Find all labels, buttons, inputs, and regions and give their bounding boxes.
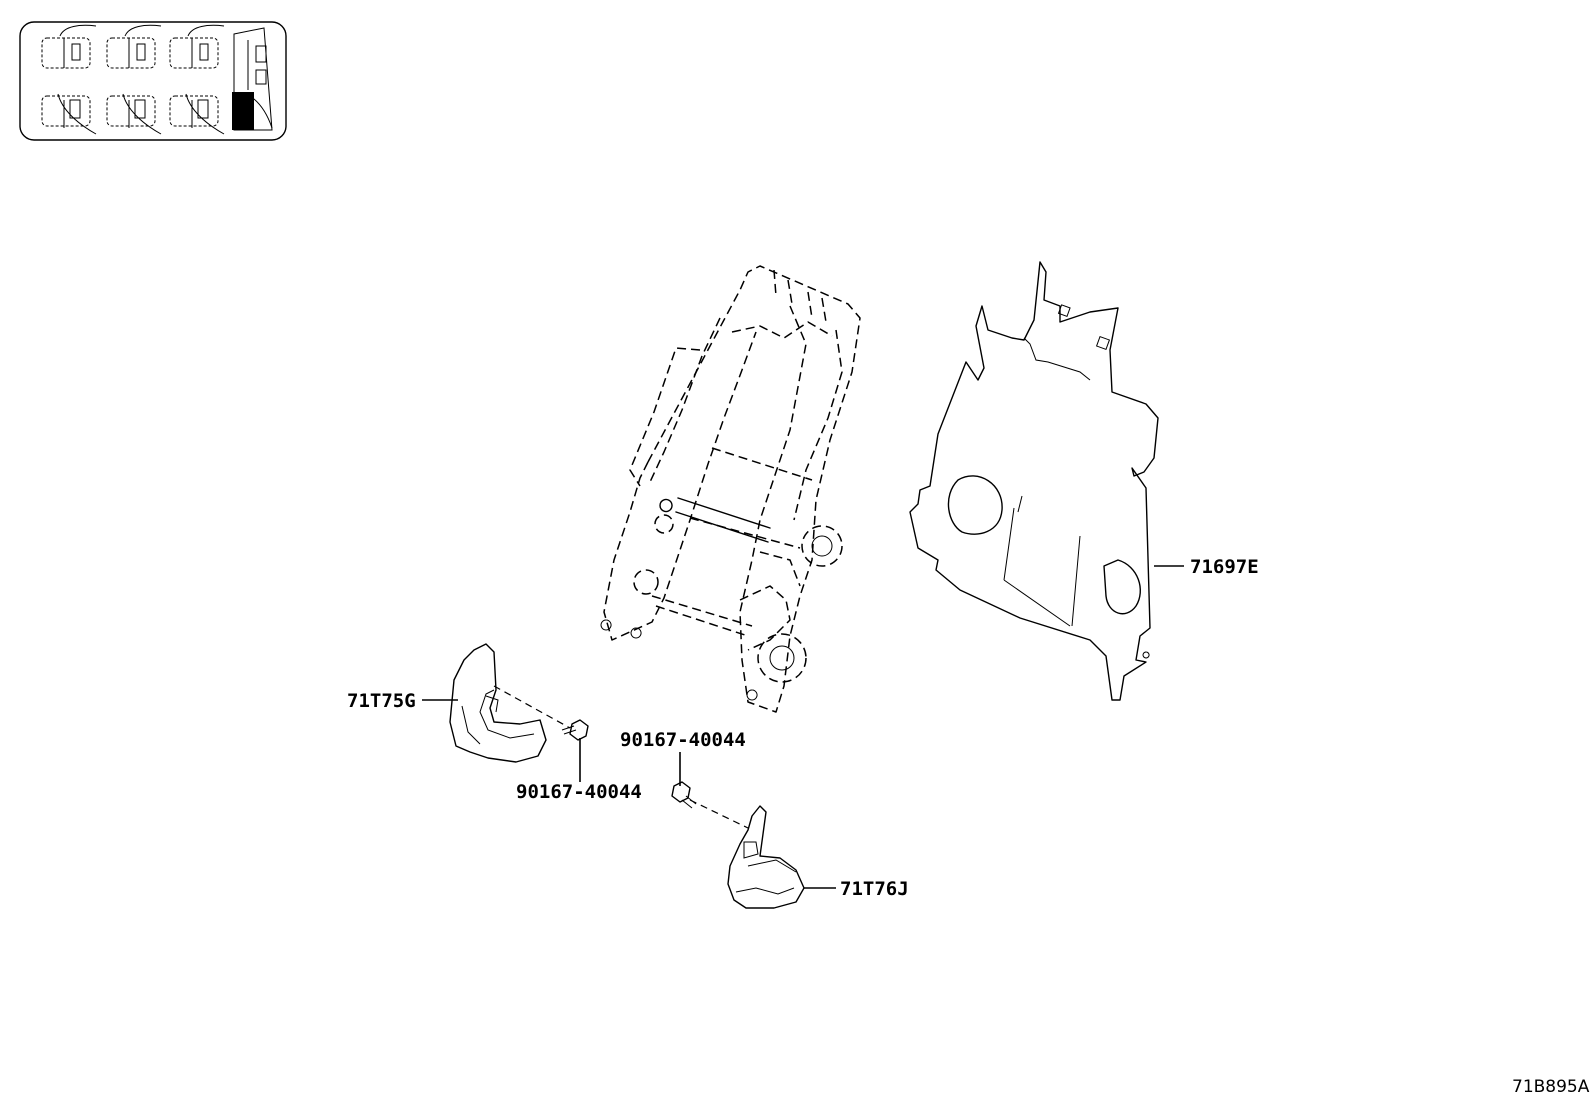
diagram-reference-id: 71B895A (1512, 1077, 1590, 1097)
callout-90167-40044-upper: 90167-40044 (620, 729, 746, 751)
seat-row-1-icons (41, 24, 225, 69)
callout-90167-40044-lower: 90167-40044 (516, 781, 642, 803)
seat-cover-71T75G (449, 643, 547, 763)
screw-90167-40044-right (671, 781, 697, 809)
seat-locator-icon (19, 21, 287, 141)
seat-row-2-icons (41, 93, 225, 135)
callout-71T76J: 71T76J (840, 878, 909, 900)
callout-71697E: 71697E (1190, 556, 1259, 578)
seatback-frame-illustration (600, 265, 861, 713)
seat-cover-71T76J (727, 805, 805, 909)
seat-third-row-highlight (232, 27, 273, 131)
screw-90167-40044-left (561, 719, 589, 741)
leader-lines (422, 565, 1184, 889)
seatback-board-71697E (909, 261, 1159, 701)
callout-71T75G: 71T75G (347, 690, 416, 712)
